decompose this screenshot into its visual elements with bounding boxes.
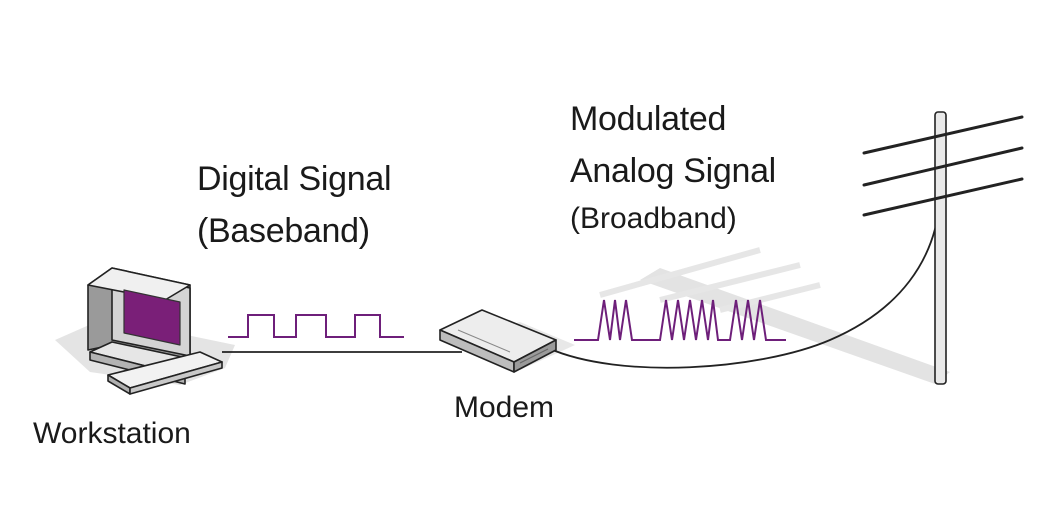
analog-signal-title-line1: Modulated: [570, 100, 727, 138]
workstation-label: Workstation: [33, 417, 191, 450]
pole-shadow: [640, 268, 950, 384]
pole-shadow-crossarm-2: [659, 262, 801, 303]
workstation-icon: [87, 267, 223, 395]
modem-pole-cable: [547, 199, 941, 369]
analog-signal-title-line2: Analog Signal: [570, 152, 776, 190]
modem-label: Modem: [454, 391, 555, 424]
digital-square-wave: [228, 314, 404, 338]
cables: [222, 199, 941, 369]
workstation-screen: [123, 289, 181, 346]
digital-signal-subtitle: (Baseband): [197, 212, 370, 250]
analog-signal-subtitle: (Broadband): [570, 202, 737, 235]
utility-pole-icon: [862, 111, 1024, 385]
modem-icon: [439, 309, 557, 373]
pole-shadow-crossarm-1: [599, 247, 761, 298]
digital-signal-title: Digital Signal: [197, 160, 392, 198]
analog-modulated-wave: [574, 299, 786, 341]
